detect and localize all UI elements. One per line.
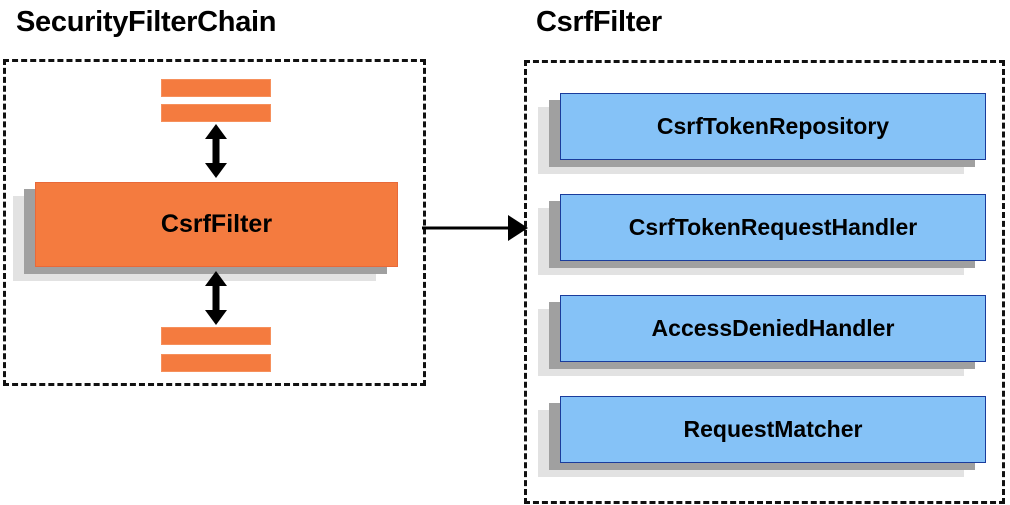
csrf-filter-node-label: CsrfFilter — [35, 182, 398, 267]
csrf-filter-group — [524, 60, 1005, 504]
access-denied-handler-node[interactable]: AccessDeniedHandler — [538, 295, 986, 376]
csrf-token-request-handler-node[interactable]: CsrfTokenRequestHandler — [538, 194, 986, 275]
csrf-token-repository-label: CsrfTokenRepository — [560, 93, 986, 160]
filter-stub-bar-bottom-2 — [161, 354, 271, 372]
csrf-filter-node[interactable]: CsrfFilter — [13, 182, 398, 281]
csrf-token-request-handler-label: CsrfTokenRequestHandler — [560, 194, 986, 261]
security-filter-chain-group — [3, 59, 426, 386]
page-title-csrf-filter: CsrfFilter — [536, 6, 662, 38]
filter-stub-bar-top-2 — [161, 104, 271, 122]
request-matcher-label: RequestMatcher — [560, 396, 986, 463]
filter-stub-bar-bottom-1 — [161, 327, 271, 345]
request-matcher-node[interactable]: RequestMatcher — [538, 396, 986, 477]
page-title-security-filter-chain: SecurityFilterChain — [16, 6, 277, 38]
access-denied-handler-label: AccessDeniedHandler — [560, 295, 986, 362]
csrf-token-repository-node[interactable]: CsrfTokenRepository — [538, 93, 986, 174]
filter-stub-bar-top-1 — [161, 79, 271, 97]
